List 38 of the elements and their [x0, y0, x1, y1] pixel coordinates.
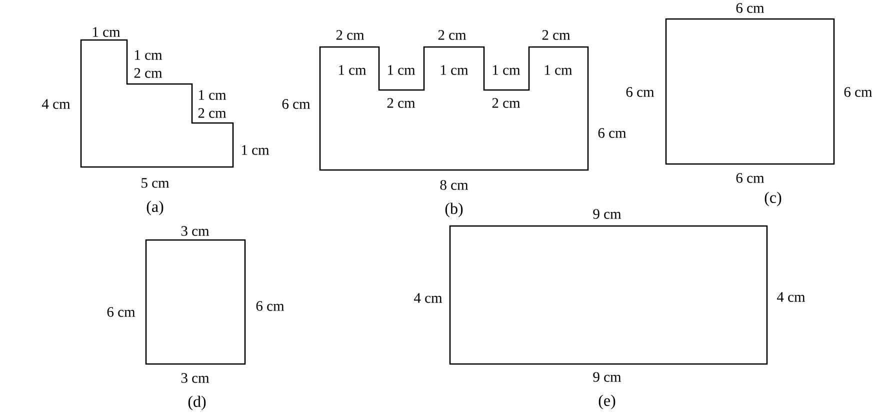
dimension-label: 8 cm	[440, 180, 468, 190]
dimension-label: 2 cm	[542, 30, 570, 40]
dimension-label: 9 cm	[593, 209, 622, 219]
dimension-label: 6 cm	[107, 307, 136, 317]
dimension-label: 4 cm	[776, 292, 806, 302]
dimension-label: 6 cm	[736, 3, 764, 13]
dimension-label: 1 cm	[492, 65, 520, 75]
dimension-label: 1 cm	[544, 65, 572, 75]
dimension-label: 3 cm	[181, 373, 210, 383]
dimension-label: 2 cm	[134, 68, 162, 78]
figure-caption: (a)	[146, 200, 164, 216]
dimension-label: 1 cm	[93, 27, 120, 37]
dimension-label: 3 cm	[181, 226, 210, 236]
figure-caption: (b)	[445, 202, 463, 218]
dimension-label: 6 cm	[626, 87, 654, 97]
figure-caption: (e)	[598, 394, 616, 410]
dimension-label: 1 cm	[388, 65, 416, 75]
dimension-label: 2 cm	[438, 30, 466, 40]
dimension-label: 5 cm	[142, 178, 170, 188]
dimension-label: 2 cm	[336, 30, 364, 40]
figure-caption: (c)	[764, 192, 782, 206]
dimension-label: 4 cm	[42, 99, 70, 109]
dimension-label: 6 cm	[598, 128, 626, 138]
dimension-label: 2 cm	[492, 98, 520, 108]
dimension-label: 6 cm	[282, 99, 310, 109]
dimension-label: 1 cm	[440, 65, 468, 75]
dimension-label: 2 cm	[387, 98, 416, 108]
dimension-label: 2 cm	[198, 108, 226, 118]
dimension-label: 6 cm	[844, 87, 872, 97]
dimension-label: 1 cm	[338, 65, 366, 75]
dimension-label: 4 cm	[414, 293, 442, 303]
dimension-label: 6 cm	[736, 173, 764, 183]
dimension-label: 9 cm	[593, 372, 622, 382]
dimension-label: 1 cm	[198, 90, 226, 100]
dimension-label: 1 cm	[242, 145, 270, 155]
dimension-label: 6 cm	[256, 301, 284, 311]
figure-caption: (d)	[188, 396, 206, 410]
dimension-label: 1 cm	[135, 50, 162, 60]
